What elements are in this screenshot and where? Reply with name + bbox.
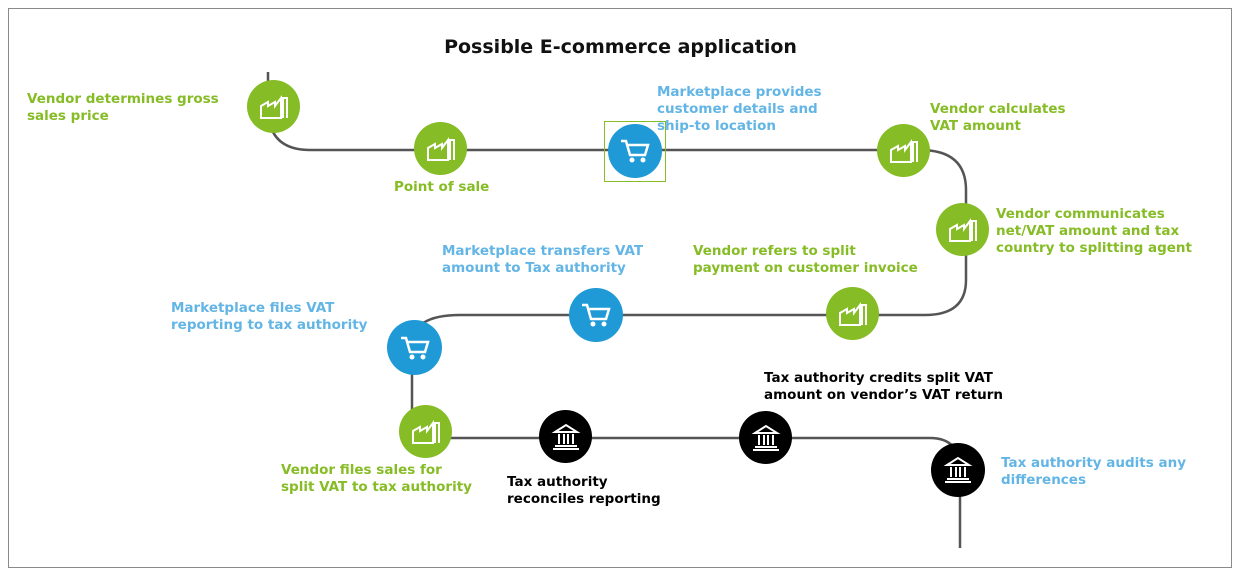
diagram-title: Possible E-commerce application <box>444 36 797 58</box>
step-2-node <box>414 122 467 175</box>
step-8-label: Marketplace files VAT reporting to tax a… <box>171 300 368 333</box>
step-4-label: Vendor calculates VAT amount <box>930 101 1066 134</box>
bank-building-icon <box>943 456 973 483</box>
step-7-label: Marketplace transfers VAT amount to Tax … <box>442 243 644 276</box>
step-6-label: Vendor refers to split payment on custom… <box>693 243 918 276</box>
factory-icon <box>838 301 867 326</box>
step-10-label: Tax authority reconciles reporting <box>507 474 661 507</box>
step-12-label: Tax authority audits any differences <box>1001 455 1187 488</box>
step-8-node <box>387 320 442 375</box>
factory-icon <box>426 136 455 161</box>
step-12-node <box>931 443 985 497</box>
factory-icon <box>411 419 440 444</box>
process-path <box>266 72 968 548</box>
step-11-node <box>739 411 792 464</box>
bank-building-icon <box>751 424 780 451</box>
step-1-label: Vendor determines gross sales price <box>27 91 219 124</box>
step-2-label: Point of sale <box>394 179 490 195</box>
step-10-node <box>539 410 592 463</box>
shopping-cart-icon <box>621 139 650 163</box>
step-11-label: Tax authority credits split VAT amount o… <box>764 370 1003 403</box>
step-5-node <box>936 203 989 256</box>
step-6-node <box>826 287 879 340</box>
step-3-node <box>608 124 662 178</box>
bank-building-icon <box>551 423 580 450</box>
process-path-line <box>266 72 968 548</box>
factory-icon <box>889 138 918 163</box>
factory-icon <box>259 94 288 119</box>
step-5-label: Vendor communicates net/VAT amount and t… <box>996 206 1192 256</box>
step-9-node <box>399 405 452 458</box>
step-3-label: Marketplace provides customer details an… <box>657 84 822 134</box>
shopping-cart-icon <box>582 303 611 327</box>
step-1-node <box>247 80 300 133</box>
selection-box[interactable] <box>604 121 666 182</box>
factory-icon <box>948 217 977 242</box>
step-4-node <box>877 124 930 177</box>
step-7-node <box>569 288 623 342</box>
step-9-label: Vendor files sales for split VAT to tax … <box>281 462 472 495</box>
shopping-cart-icon <box>400 336 430 359</box>
